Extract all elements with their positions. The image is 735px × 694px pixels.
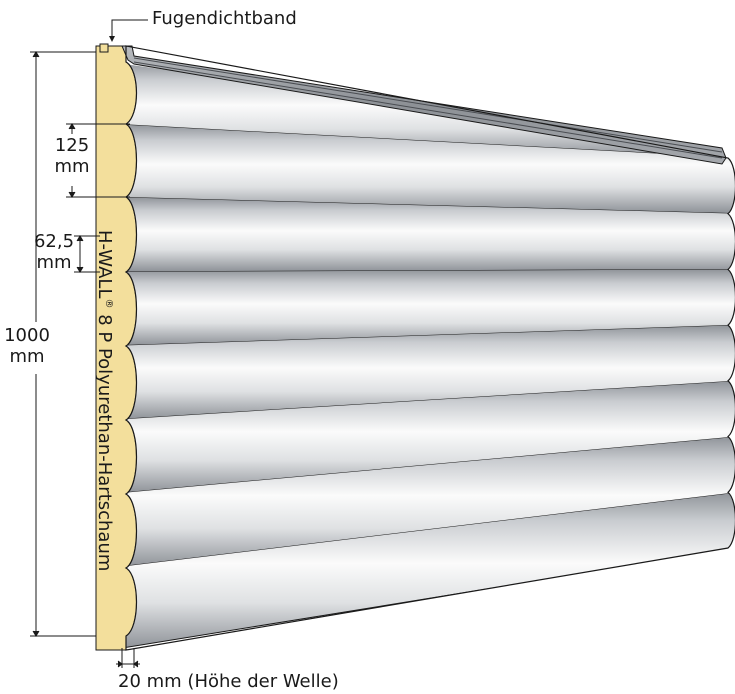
metal-face: [126, 62, 735, 650]
dimension-1000: [30, 51, 96, 637]
panel-rib: [126, 380, 735, 494]
rib-pitch-unit: mm: [54, 155, 90, 177]
panel-rib: [126, 269, 735, 346]
panel-rib: [126, 325, 735, 420]
half-pitch-label: 62,5 mm: [32, 231, 76, 273]
panel-rib: [126, 197, 735, 272]
registered-mark: ®: [103, 298, 114, 309]
seal-tape-label: Fugendichtband: [152, 8, 297, 29]
core-material-label-wrap: H-WALL® 8 P Polyurethan-Hartschaum: [94, 230, 120, 590]
rib-line: [126, 196, 735, 215]
top-joint-groove: [133, 61, 723, 159]
dimension-62-5: [74, 235, 100, 273]
panel-rib: [126, 436, 735, 568]
wave-height-label: 20 mm (Höhe der Welle): [118, 671, 339, 692]
panel-rib: [126, 124, 735, 214]
half-pitch-value: 62,5: [33, 231, 75, 252]
rib-pitch-label: 125 mm: [50, 135, 94, 177]
core-name-part2: 8 P Polyurethan-Hartschaum: [94, 308, 115, 572]
dimension-wave-height: [116, 648, 140, 668]
seal-tape-arrow: [109, 36, 115, 42]
core-material-label: H-WALL® 8 P Polyurethan-Hartschaum: [92, 230, 120, 571]
panel-height-label: 1000 mm: [4, 325, 50, 367]
panel-rib: [126, 492, 735, 650]
core-name-part1: H-WALL: [94, 230, 115, 299]
rib-pitch-value: 125: [54, 135, 90, 156]
panel-height-value: 1000: [4, 325, 50, 346]
rib-line: [126, 380, 735, 421]
seal-tape-leader: [111, 19, 148, 40]
panel-height-unit: mm: [9, 345, 45, 367]
half-pitch-unit: mm: [36, 251, 72, 273]
rib-line: [126, 436, 735, 495]
seal-tape-notch: [99, 43, 109, 53]
dimension-125: [66, 123, 130, 198]
face-outline: [124, 45, 735, 651]
top-joint-groove: [133, 57, 723, 153]
